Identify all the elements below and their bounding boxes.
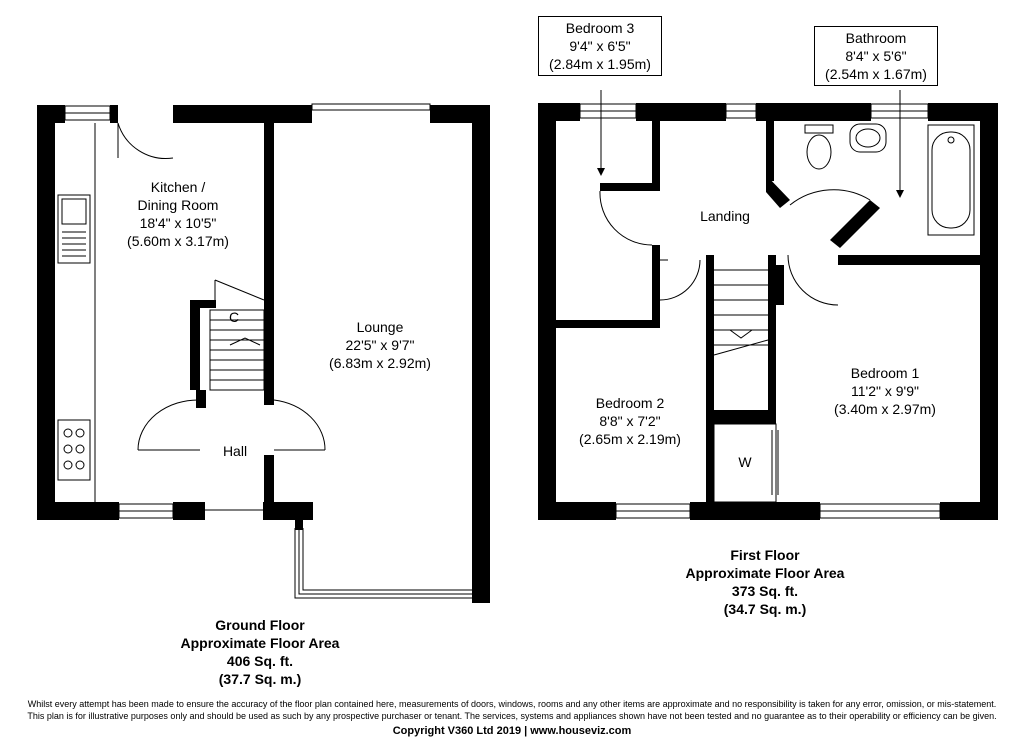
bedroom3-dims-imperial: 9'4" x 6'5"	[569, 38, 631, 54]
room-label-landing: Landing	[700, 208, 750, 224]
bathroom-name: Bathroom	[845, 30, 907, 46]
room-label-hall: Hall	[222, 443, 248, 459]
first-floor-title: First Floor	[730, 547, 800, 563]
ground-floor-walls	[37, 105, 490, 603]
ground-floor-area: Ground Floor Approximate Floor Area 406 …	[160, 616, 360, 688]
lounge-dims-imperial: 22'5" x 9'7"	[345, 337, 415, 353]
room-label-lounge: Lounge 22'5" x 9'7" (6.83m x 2.92m)	[305, 318, 455, 372]
bedroom1-dims-imperial: 11'2" x 9'9"	[851, 383, 919, 399]
kitchen-dims-metric: (5.60m x 3.17m)	[127, 233, 229, 249]
ground-floor-sqft: 406 Sq. ft.	[226, 653, 294, 669]
bedroom3-dims-metric: (2.84m x 1.95m)	[549, 56, 651, 72]
first-floor-sqm: (34.7 Sq. m.)	[723, 601, 807, 617]
bathroom-dims-metric: (2.54m x 1.67m)	[825, 66, 927, 82]
first-floor-sqft: 373 Sq. ft.	[731, 583, 799, 599]
kitchen-name-line1: Kitchen /	[150, 179, 206, 195]
ground-floor-title: Ground Floor	[215, 617, 305, 633]
kitchen-dims-imperial: 18'4" x 10'5"	[139, 215, 217, 231]
room-label-bedroom3: Bedroom 3 9'4" x 6'5" (2.84m x 1.95m)	[538, 16, 662, 76]
bedroom1-dims-metric: (3.40m x 2.97m)	[834, 401, 936, 417]
copyright-text: Copyright V360 Ltd 2019 | www.houseviz.c…	[392, 725, 632, 737]
lounge-name: Lounge	[356, 319, 404, 335]
room-label-kitchen: Kitchen / Dining Room 18'4" x 10'5" (5.6…	[108, 178, 248, 250]
room-label-wardrobe: W	[738, 454, 752, 470]
bedroom3-name: Bedroom 3	[565, 20, 635, 36]
room-label-cupboard: C	[228, 309, 240, 325]
kitchen-name-line2: Dining Room	[137, 197, 219, 213]
first-floor-area: First Floor Approximate Floor Area 373 S…	[665, 546, 865, 618]
first-floor-lines	[579, 90, 975, 519]
bedroom2-dims-metric: (2.65m x 2.19m)	[579, 431, 681, 447]
first-floor-subtitle: Approximate Floor Area	[685, 565, 845, 581]
room-label-bathroom: Bathroom 8'4" x 5'6" (2.54m x 1.67m)	[814, 26, 938, 86]
first-floor-walls	[538, 103, 998, 520]
ground-floor-subtitle: Approximate Floor Area	[180, 635, 340, 651]
bedroom2-name: Bedroom 2	[595, 395, 665, 411]
room-label-bedroom2: Bedroom 2 8'8" x 7'2" (2.65m x 2.19m)	[555, 394, 705, 448]
bedroom1-name: Bedroom 1	[850, 365, 920, 381]
disclaimer-line2: This plan is for illustrative purposes o…	[27, 711, 997, 721]
ground-floor-sqm: (37.7 Sq. m.)	[218, 671, 302, 687]
room-label-bedroom1: Bedroom 1 11'2" x 9'9" (3.40m x 2.97m)	[810, 364, 960, 418]
pointer-arrowheads	[597, 168, 904, 198]
disclaimer-line1: Whilst every attempt has been made to en…	[27, 699, 997, 709]
bedroom2-dims-imperial: 8'8" x 7'2"	[599, 413, 661, 429]
lounge-dims-metric: (6.83m x 2.92m)	[329, 355, 431, 371]
bathroom-dims-imperial: 8'4" x 5'6"	[845, 48, 907, 64]
ground-floor-lines	[57, 103, 472, 599]
